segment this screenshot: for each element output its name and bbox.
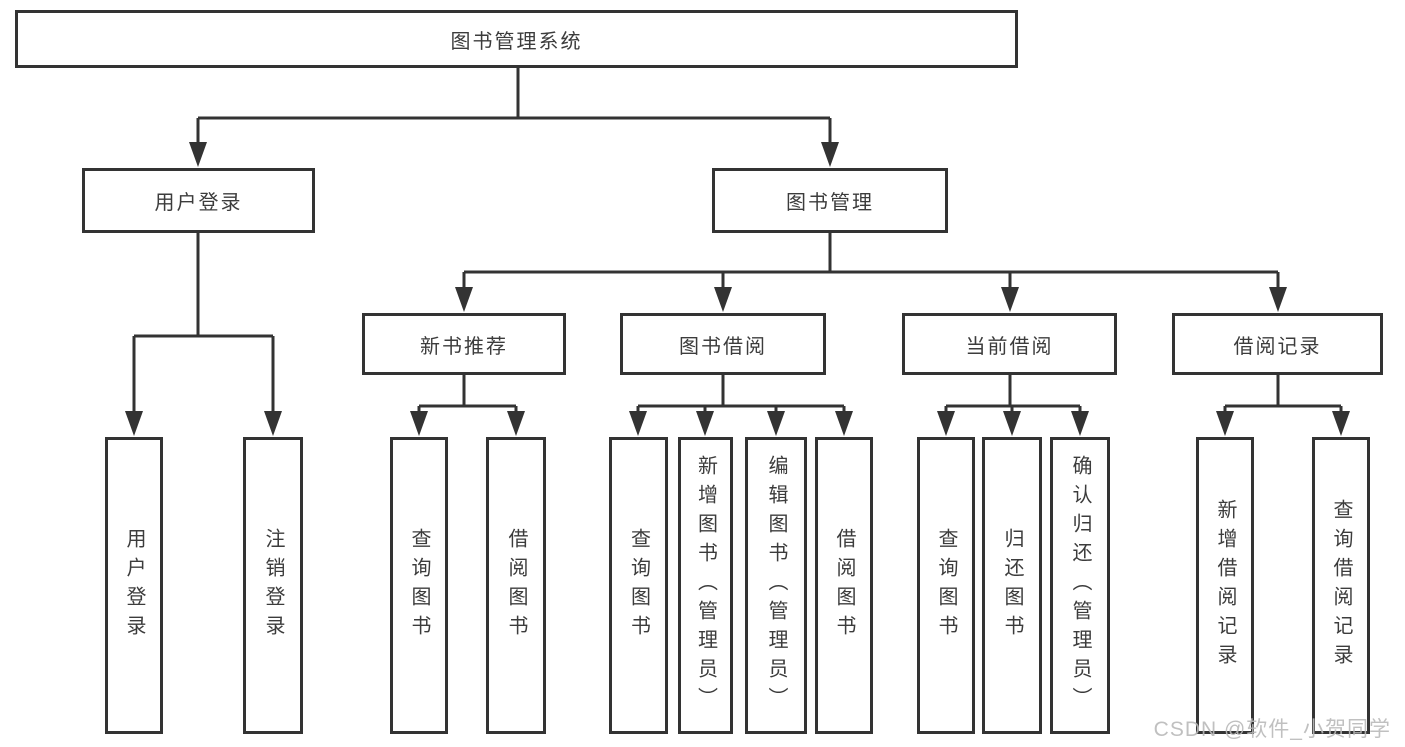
connector-book-management-to-level3 xyxy=(455,233,1287,312)
leaf-query-books-borrow: 查询图书 xyxy=(609,437,668,734)
leaf-query-borrow-record: 查询借阅记录 xyxy=(1312,437,1370,734)
leaf-borrow-books-recommend: 借阅图书 xyxy=(486,437,546,734)
connector-user-login-to-leaves xyxy=(125,233,282,436)
node-book-borrow: 图书借阅 xyxy=(620,313,826,375)
leaf-confirm-return-admin: 确认归还（管理员） xyxy=(1050,437,1110,734)
csdn-watermark: CSDN @软件_小贺同学 xyxy=(1153,718,1391,741)
leaf-query-books-recommend: 查询图书 xyxy=(390,437,448,734)
connector-new-book-to-leaves xyxy=(410,375,525,436)
leaf-borrow-books: 借阅图书 xyxy=(815,437,873,734)
connector-borrow-record-to-leaves xyxy=(1216,375,1350,436)
node-user-login: 用户登录 xyxy=(82,168,315,233)
node-new-book-recommend: 新书推荐 xyxy=(362,313,566,375)
leaf-user-login: 用户登录 xyxy=(105,437,163,734)
leaf-add-borrow-record: 新增借阅记录 xyxy=(1196,437,1254,734)
node-book-management: 图书管理 xyxy=(712,168,948,233)
node-library-management-system: 图书管理系统 xyxy=(15,10,1018,68)
connector-current-borrow-to-leaves xyxy=(937,375,1089,436)
leaf-query-books-current: 查询图书 xyxy=(917,437,975,734)
connector-book-borrow-to-leaves xyxy=(629,375,853,436)
leaf-add-books-admin: 新增图书（管理员） xyxy=(678,437,733,734)
connector-root-to-level2 xyxy=(189,68,839,167)
node-borrow-record: 借阅记录 xyxy=(1172,313,1383,375)
leaf-edit-books-admin: 编辑图书（管理员） xyxy=(745,437,807,734)
node-current-borrow: 当前借阅 xyxy=(902,313,1117,375)
leaf-logout: 注销登录 xyxy=(243,437,303,734)
leaf-return-books: 归还图书 xyxy=(982,437,1042,734)
